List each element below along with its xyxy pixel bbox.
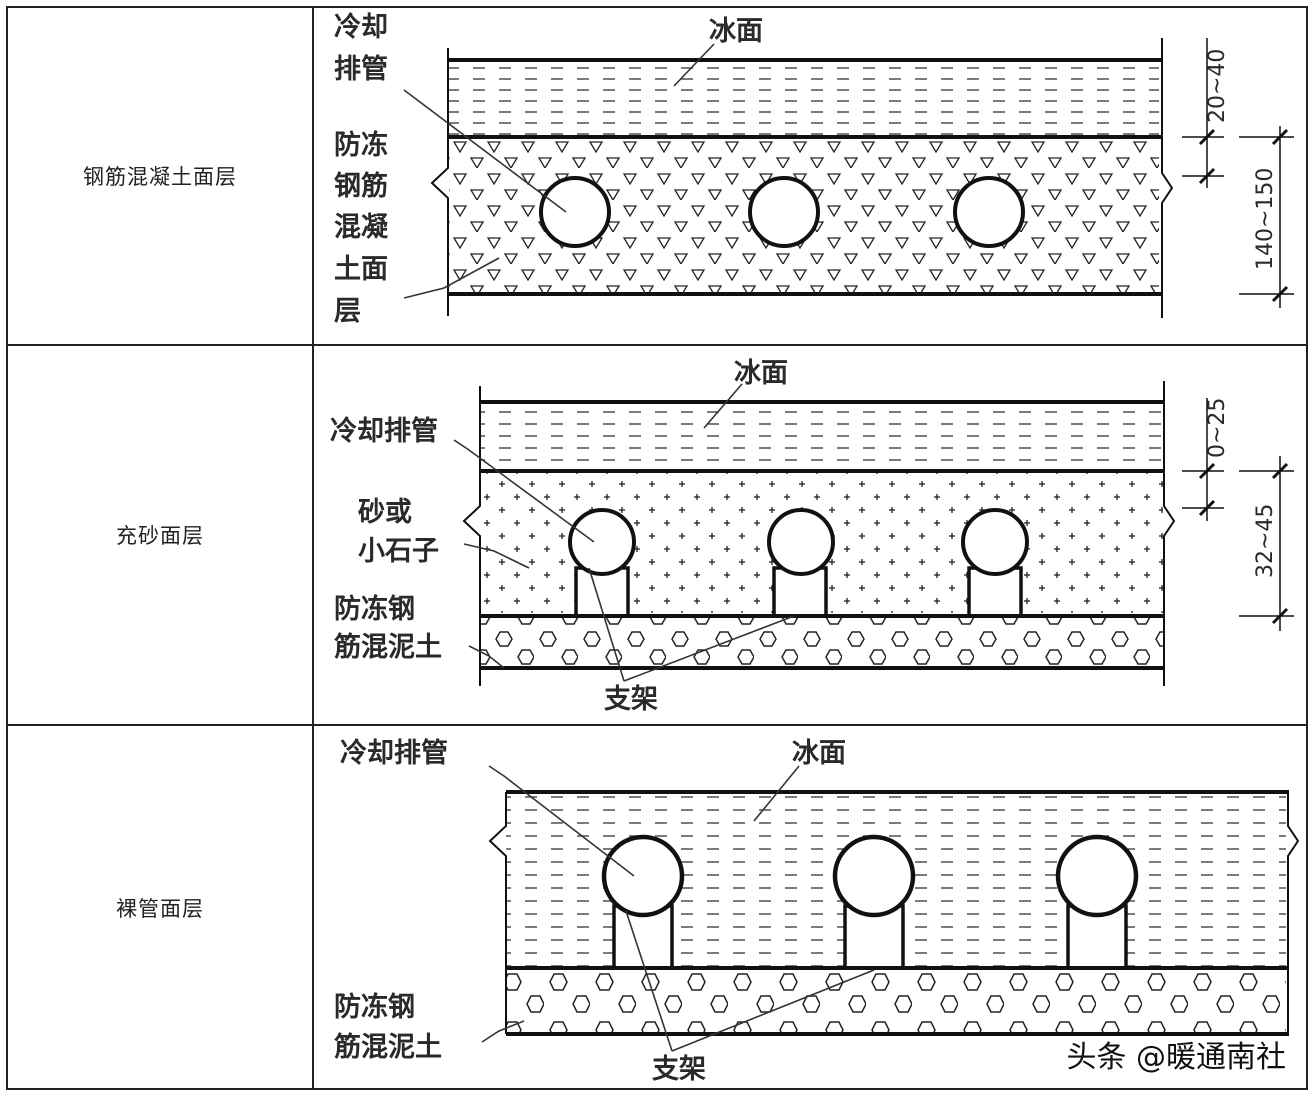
diagram-bare-cell: 冷却排管 冰面 防冻钢 筋混泥土 支架 [314, 726, 1306, 1090]
table-row-bare: 裸管面层 [8, 724, 1306, 1090]
concrete-layer-diagram: 20~40 140~150 冷却 排管 冰面 防冻 钢筋 混凝 土面 层 [334, 12, 1294, 327]
pipe-supports [612, 904, 1128, 970]
label-concrete-line4: 土面 [334, 254, 388, 285]
table-row-concrete: 钢筋混凝土面层 [8, 8, 1306, 344]
label-concrete-line1: 防冻钢 [334, 593, 415, 625]
label-cooling-pipe: 冷却排管 [330, 416, 438, 447]
label-cooling-pipe-line1: 冷却 [334, 12, 388, 43]
dimension-lines [1182, 38, 1294, 308]
label-ice-surface: 冰面 [734, 358, 788, 389]
diagram-sand-cell: 0~25 32~45 冰面 冷却排管 砂或 小石子 防冻钢 筋混泥土 支架 [314, 346, 1306, 724]
cooling-pipes [601, 834, 1139, 918]
label-concrete-line2: 钢筋 [334, 170, 388, 202]
bare-pipe-layer-diagram: 冷却排管 冰面 防冻钢 筋混泥土 支架 [334, 738, 1300, 1085]
dim-top-thickness: 20~40 [1205, 49, 1230, 123]
label-concrete-line5: 层 [334, 296, 361, 327]
cooling-pipes [539, 176, 1025, 248]
label-concrete-line1: 防冻钢 [334, 991, 415, 1023]
dim-total-thickness: 32~45 [1253, 504, 1278, 578]
dim-total-thickness: 140~150 [1253, 168, 1278, 270]
watermark-text: 头条 @暖通南社 [1066, 1040, 1286, 1075]
dimension-lines [1182, 398, 1294, 631]
table-row-sand: 充砂面层 [8, 344, 1306, 724]
label-sand-line2: 小石子 [358, 536, 439, 567]
label-concrete-line2: 筋混泥土 [334, 631, 442, 663]
label-ice-surface: 冰面 [792, 738, 846, 769]
label-support: 支架 [604, 684, 658, 715]
dim-top-thickness: 0~25 [1205, 398, 1230, 458]
label-support: 支架 [652, 1054, 706, 1085]
diagram-concrete-cell: 20~40 140~150 冷却 排管 冰面 防冻 钢筋 混凝 土面 层 [314, 8, 1306, 344]
layer-name-concrete: 钢筋混凝土面层 [8, 8, 314, 344]
sand-layer-diagram: 0~25 32~45 冰面 冷却排管 砂或 小石子 防冻钢 筋混泥土 支架 [330, 358, 1294, 715]
label-ice-surface: 冰面 [709, 16, 763, 47]
cooling-pipes [568, 508, 1029, 576]
label-concrete-line2: 筋混泥土 [334, 1031, 442, 1063]
layer-comparison-table: 钢筋混凝土面层 [6, 6, 1308, 1090]
label-concrete-line1: 防冻 [334, 129, 388, 161]
pipe-supports [574, 566, 1023, 618]
layer-name-bare: 裸管面层 [8, 726, 314, 1090]
label-concrete-line3: 混凝 [334, 212, 389, 243]
label-sand-line1: 砂或 [358, 497, 412, 528]
label-cooling-pipe: 冷却排管 [340, 738, 448, 769]
layer-name-sand: 充砂面层 [8, 346, 314, 724]
label-cooling-pipe-line2: 排管 [334, 54, 388, 85]
